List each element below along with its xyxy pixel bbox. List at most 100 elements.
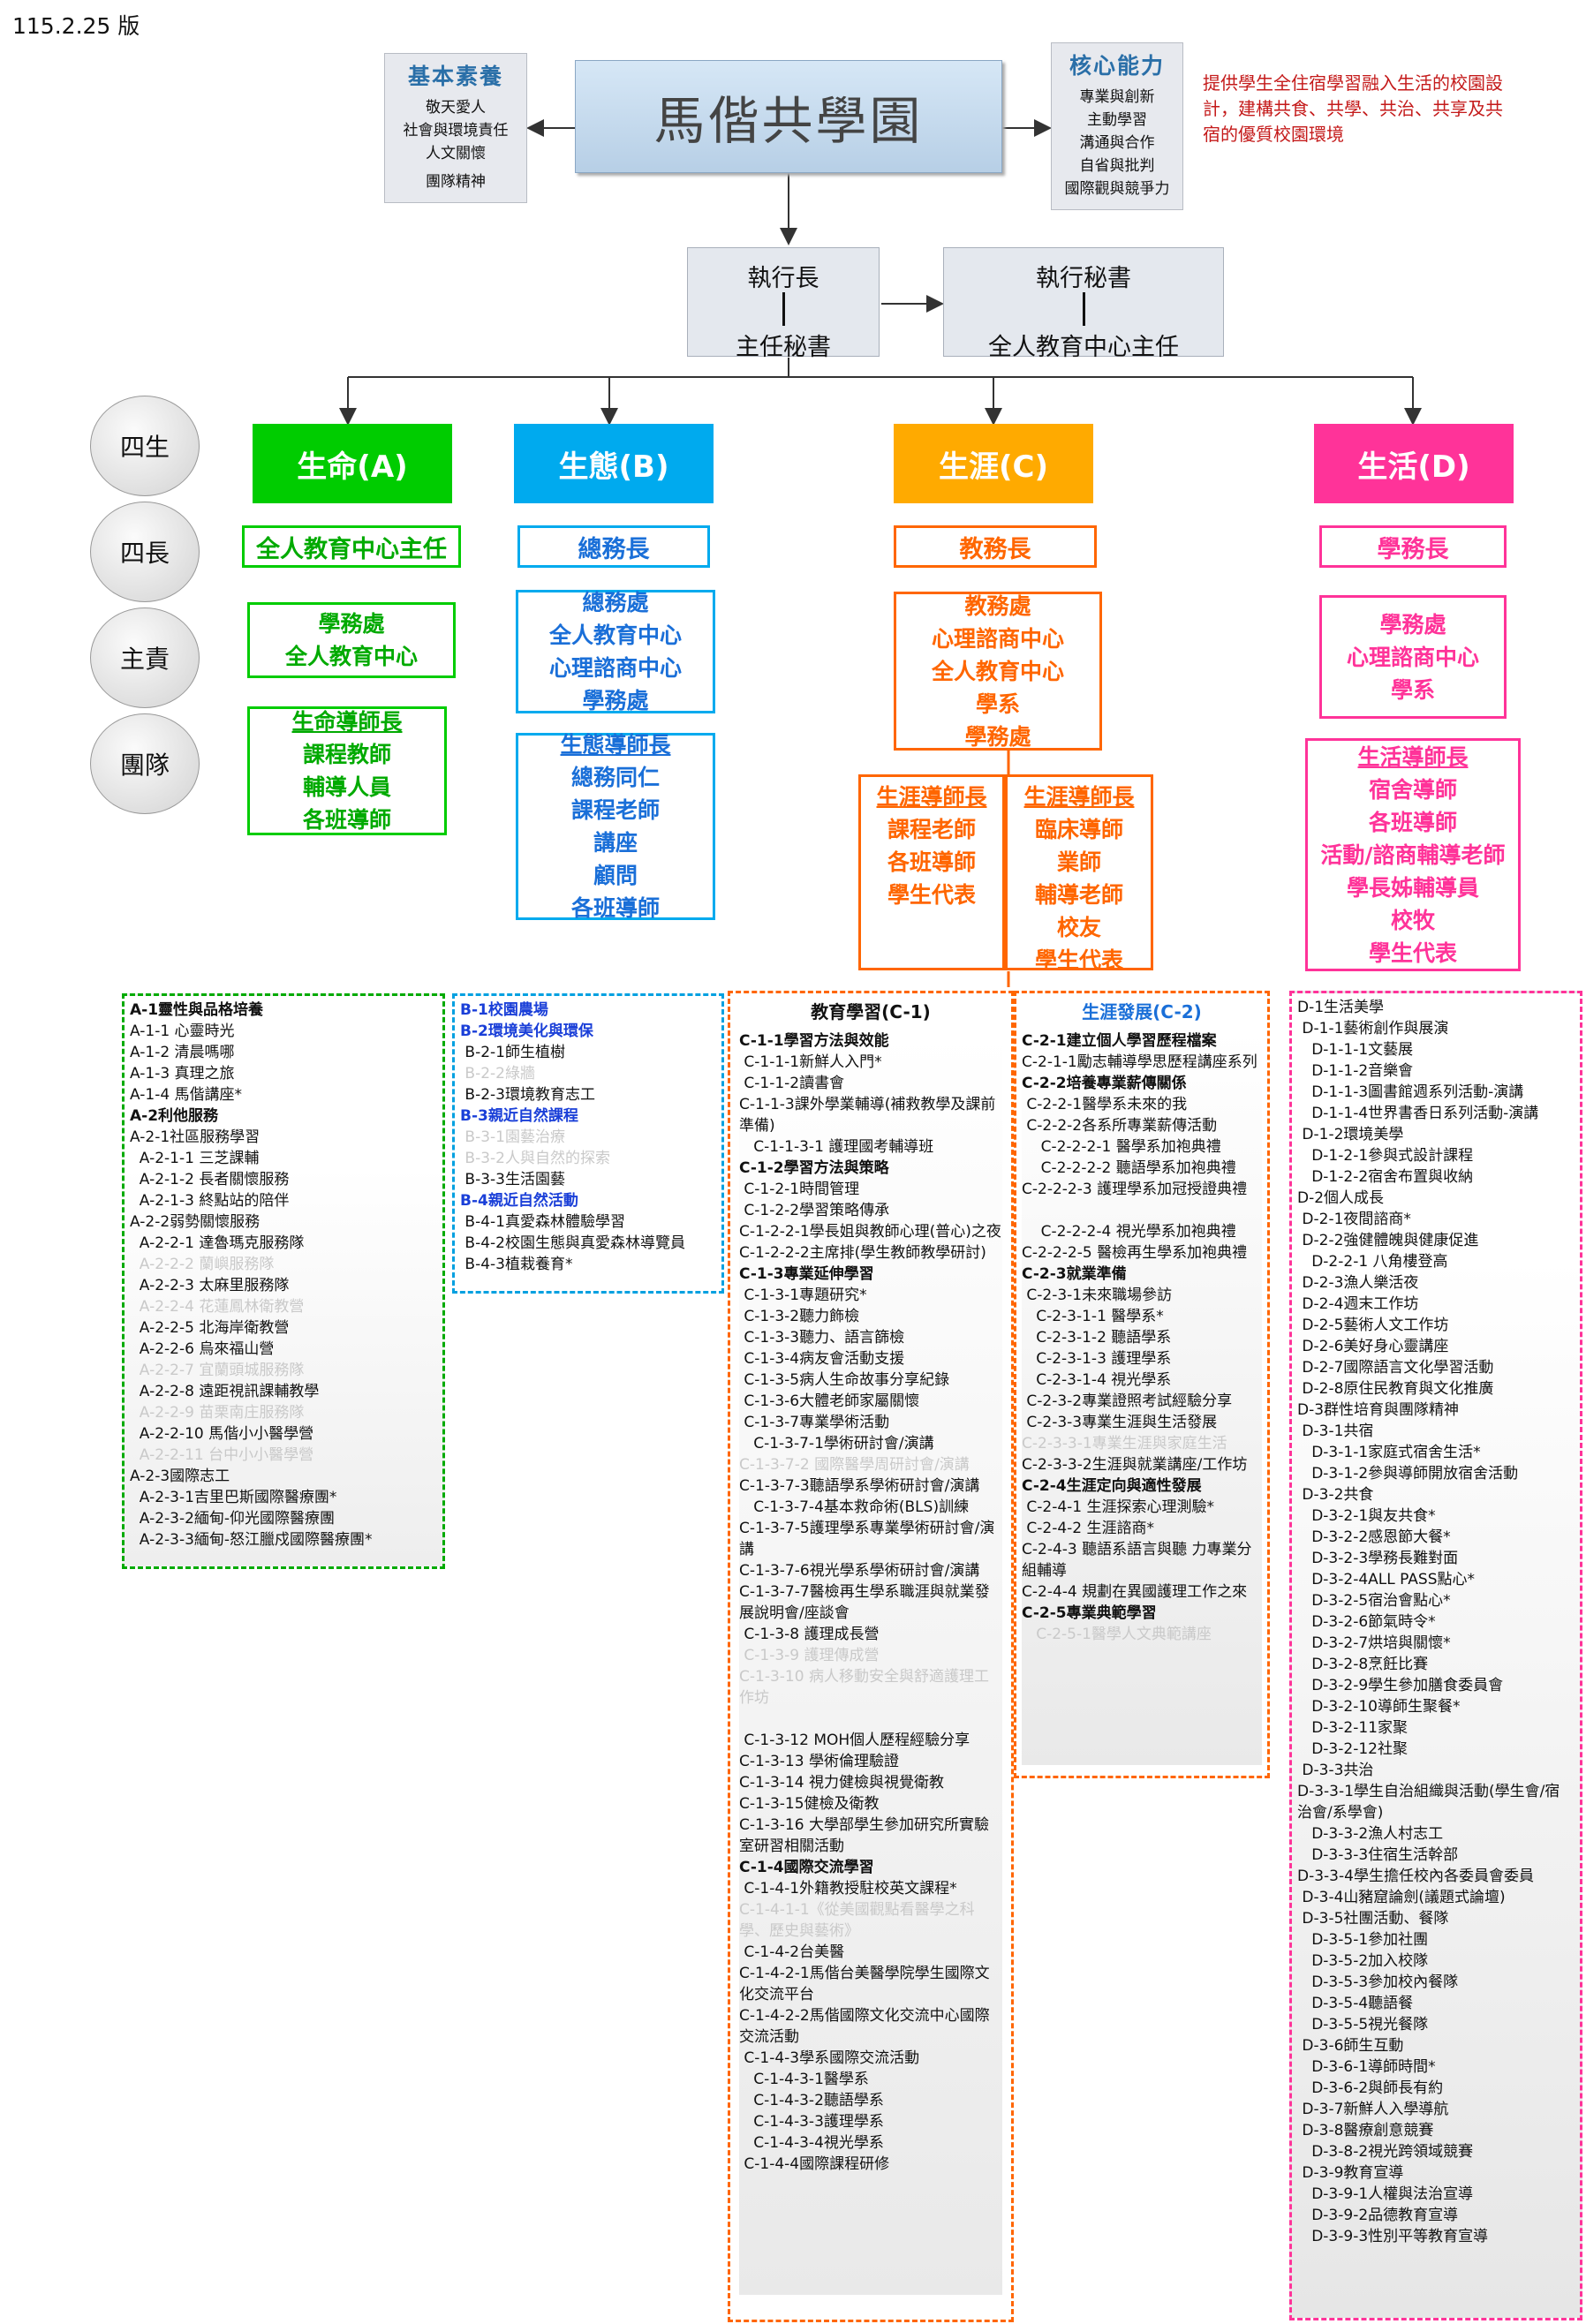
activity-item: A-2-2-3 太麻里服務隊 — [130, 1277, 290, 1294]
vision-statement: 提供學生全住宿學習融入生活的校園設計，建構共食、共學、共治、共享及共宿的優質校園… — [1203, 72, 1503, 145]
activity-item: D-3-2-11家聚 — [1297, 1719, 1408, 1737]
activity-item: A-2-1-1 三芝課輔 — [130, 1150, 260, 1167]
col-b-header: 生態(B) — [514, 424, 714, 503]
core-title-box: 馬偕共學園 — [575, 60, 1002, 173]
activity-item: A-2-3-1吉里巴斯國際醫療團* — [130, 1489, 337, 1506]
col-b-unit: 心理諮商中心 — [548, 655, 682, 681]
activity-item: C-1-3-7-5護理學系專業學術研討會/演講 — [739, 1520, 995, 1558]
activity-item: A-2利他服務 — [130, 1107, 219, 1125]
activity-item: D-3-2共食 — [1297, 1486, 1374, 1504]
exec-right-box: 執行秘書 全人教育中心主任 — [943, 247, 1224, 361]
activity-item: C-1-4-2台美醫 — [739, 1943, 845, 1961]
activity-item: D-1-1-2音樂會 — [1297, 1062, 1414, 1080]
activity-item: C-2-3-1未來職場參訪 — [1022, 1286, 1173, 1304]
activity-item: C-1-3-16 大學部學生參加研究所實驗室研習相關活動 — [739, 1816, 989, 1855]
activity-item: B-4-1真愛森林體驗學習 — [460, 1213, 625, 1231]
activity-item: C-1-2學習方法與策略 — [739, 1159, 889, 1177]
col-c-unit: 學系 — [975, 690, 1020, 717]
activity-item: A-2-2-2 蘭嶼服務隊 — [130, 1256, 275, 1273]
activity-item: C-2-4-3 聽語系語言與聽 力專業分組輔導 — [1022, 1541, 1252, 1580]
activity-item: C-2-4生涯定向與適性發展 — [1022, 1477, 1202, 1495]
activity-item: C-2-4-1 生涯探索心理測驗* — [1022, 1498, 1215, 1516]
activity-item: D-1-2-2宿舍布置與收納 — [1297, 1168, 1474, 1186]
col-d-team-member: 宿舍導師 — [1368, 776, 1457, 803]
col-d-team-member: 活動/諮商輔導老師 — [1320, 841, 1506, 868]
activity-item: C-1-1-2讀書會 — [739, 1075, 845, 1092]
activity-item: B-3-1園藝治療 — [460, 1128, 565, 1146]
col-c-unit: 心理諮商中心 — [931, 625, 1064, 652]
activity-item: D-3-9-1人權與法治宣導 — [1297, 2185, 1474, 2203]
list-c1-title: 教育學習(C-1) — [811, 1001, 931, 1022]
activity-item: C-1-3-5病人生命故事分享紀錄 — [739, 1371, 950, 1389]
col-c-team1-member: 學生代表 — [887, 882, 976, 908]
activity-item: D-3-1-2參與導師開放宿舍活動 — [1297, 1465, 1519, 1483]
activity-item: D-1-1藝術創作與展演 — [1297, 1020, 1449, 1038]
col-b-unit: 總務處 — [582, 590, 649, 615]
col-c-team2-member: 臨床導師 — [1034, 817, 1123, 842]
activity-item: B-1校園農場 — [460, 1001, 548, 1019]
activity-item: C-2-2-2各系所專業薪傳活動 — [1022, 1117, 1218, 1135]
activity-item: D-3-2-12社聚 — [1297, 1740, 1408, 1758]
col-d-unit: 心理諮商中心 — [1346, 644, 1479, 670]
activity-item: C-1-4-4國際課程研修 — [739, 2155, 890, 2173]
activity-item: B-2環境美化與環保 — [460, 1022, 593, 1040]
activity-item: A-2-1-3 終點站的陪伴 — [130, 1192, 290, 1210]
basic-item: 人文關懷 — [426, 145, 486, 162]
activity-item: D-3-4山豬窟論劍(議題式論壇) — [1297, 1889, 1506, 1906]
col-c-team1-member: 各班導師 — [887, 849, 976, 875]
activity-item: D-3-6-1導師時間* — [1297, 2058, 1436, 2076]
activity-item: D-3-7新鮮人入學導航 — [1297, 2101, 1449, 2118]
activity-item: C-2-5-1醫學人文典範講座 — [1022, 1626, 1212, 1643]
col-c-team2-member: 學生代表 — [1034, 947, 1123, 973]
activity-item: C-1-4-2-1馬偕台美醫學院學生國際文化交流平台 — [739, 1965, 990, 2003]
activity-item: D-3-6-2與師長有約 — [1297, 2079, 1444, 2097]
col-c-team2-member: 校友 — [1056, 915, 1101, 940]
col-d-team: 生活導師長 宿舍導師 各班導師 活動/諮商輔導老師 學長姊輔導員 校牧 學生代表 — [1305, 738, 1521, 971]
activity-item: D-3-3-4學生擔任校內各委員會委員 — [1297, 1868, 1534, 1885]
activity-item: C-2-1-1勵志輔導學思歷程講座系列 — [1022, 1053, 1257, 1071]
activity-item: C-2-3-2專業證照考試經驗分享 — [1022, 1392, 1233, 1410]
activity-item: C-1-3-1專題研究* — [739, 1286, 867, 1304]
col-b-team-member: 講座 — [593, 830, 638, 856]
activity-item: C-2-3-3-1專業生涯與家庭生活 — [1022, 1435, 1227, 1452]
activity-item: C-1-4-3-3護理學系 — [739, 2113, 884, 2131]
activity-item: D-3-9-3性別平等教育宣導 — [1297, 2228, 1489, 2245]
activity-item: C-2-3-3-2生涯與就業講座/工作坊 — [1022, 1456, 1248, 1474]
basic-item: 敬天愛人 — [426, 99, 486, 117]
activity-item: C-1-3-8 護理成長營 — [739, 1626, 880, 1643]
activity-item: D-3-1共宿 — [1297, 1422, 1374, 1440]
col-b-units: 總務處 全人教育中心 心理諮商中心 學務處 — [516, 590, 715, 713]
col-c-unit: 全人教育中心 — [931, 658, 1064, 684]
activity-item: B-3-2人與自然的探索 — [460, 1150, 610, 1167]
activity-item: A-1-3 真理之旅 — [130, 1065, 235, 1083]
basic-item: 團隊精神 — [426, 173, 486, 191]
activity-item: B-3-3生活園藝 — [460, 1171, 565, 1188]
col-d-unit: 學系 — [1390, 676, 1435, 703]
activity-item: C-1-4-3學系國際交流活動 — [739, 2049, 920, 2067]
activity-item: A-2-2-11 台中小小醫學營 — [130, 1446, 314, 1464]
col-d-team-member: 各班導師 — [1368, 809, 1457, 835]
exec-right-top: 執行秘書 — [1036, 265, 1131, 292]
activity-list-d: D-1生活美學 D-1-1藝術創作與展演 D-1-1-1文藝展 D-1-1-2音… — [1289, 991, 1582, 2320]
activity-item: A-2-2-4 花蓮鳳林衛教營 — [130, 1298, 305, 1316]
col-b-team-member: 各班導師 — [570, 895, 660, 921]
activity-item: D-2-7國際語言文化學習活動 — [1297, 1359, 1494, 1377]
activity-item: C-2-3-1-4 視光學系 — [1022, 1371, 1172, 1389]
activity-item: A-2-3-2緬甸-仰光國際醫療團 — [130, 1510, 336, 1528]
col-c-unit: 教務處 — [964, 592, 1031, 619]
col-d-team-member: 學生代表 — [1368, 939, 1457, 966]
col-b-team: 生態導師長 總務同仁 課程老師 講座 顧問 各班導師 — [516, 732, 715, 921]
activity-item: C-2-2-2-2 聽語學系加袍典禮 — [1022, 1159, 1236, 1177]
activity-item: B-4親近自然活動 — [460, 1192, 578, 1210]
activity-item: C-2-4-2 生涯諮商* — [1022, 1520, 1155, 1537]
col-c-team1-lead: 生涯導師長 — [876, 784, 987, 810]
activity-item: A-2-3國際志工 — [130, 1468, 230, 1485]
activity-item: C-2-3-1-2 聽語學系 — [1022, 1329, 1172, 1347]
activity-item: A-2-2-1 達魯瑪克服務隊 — [130, 1234, 305, 1252]
activity-item: C-1-3-3聽力、語言篩檢 — [739, 1329, 905, 1347]
activity-item: C-2-5專業典範學習 — [1022, 1604, 1157, 1622]
activity-item: D-3-2-4ALL PASS點心* — [1297, 1571, 1476, 1588]
col-c-team2-member: 輔導老師 — [1034, 882, 1123, 908]
